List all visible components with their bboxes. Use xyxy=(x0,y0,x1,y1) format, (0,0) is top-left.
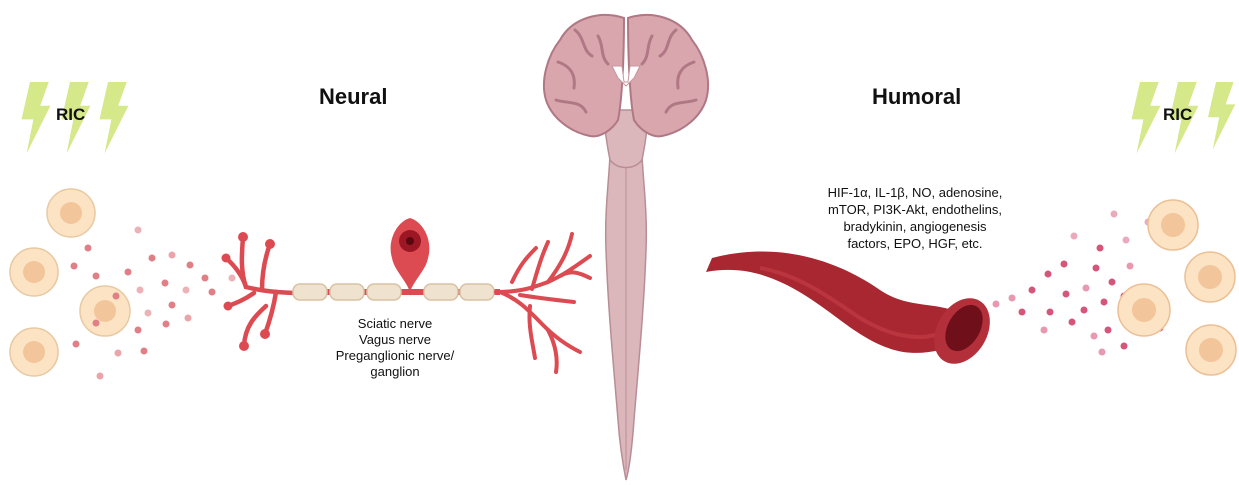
myelin-sheath xyxy=(293,284,494,300)
factor-line: factors, EPO, HGF, etc. xyxy=(795,235,1035,252)
cell-icon xyxy=(1185,252,1235,302)
humoral-factor-list: HIF-1α, IL-1β, NO, adenosine, mTOR, PI3K… xyxy=(795,184,1035,252)
lightning-bolt-icon xyxy=(1208,82,1235,149)
blood-vessel-icon xyxy=(706,251,1001,373)
lightning-bolt-icon xyxy=(1132,82,1161,153)
cell-icon xyxy=(10,328,58,376)
right-cells xyxy=(1118,200,1236,375)
cell-icon xyxy=(1118,284,1170,336)
nerve-item: Sciatic nerve xyxy=(305,316,485,332)
factor-line: bradykinin, angiogenesis xyxy=(795,218,1035,235)
nerve-item: Preganglionic nerve/ xyxy=(305,348,485,364)
right-ric-label: RIC xyxy=(1163,105,1192,125)
cell-icon xyxy=(47,189,95,237)
left-ric-label: RIC xyxy=(56,105,85,125)
humoral-heading: Humoral xyxy=(872,84,961,110)
lightning-bolt-icon xyxy=(100,82,129,153)
cell-icon xyxy=(1148,200,1198,250)
cell-icon xyxy=(80,286,130,336)
cell-icon xyxy=(10,248,58,296)
neural-heading: Neural xyxy=(319,84,387,110)
nerve-item: Vagus nerve xyxy=(305,332,485,348)
left-cells xyxy=(10,189,130,376)
cell-icon xyxy=(1186,325,1236,375)
nerve-item: ganglion xyxy=(305,364,485,380)
factor-line: HIF-1α, IL-1β, NO, adenosine, xyxy=(795,184,1035,201)
lightning-bolt-icon xyxy=(22,82,51,153)
factor-line: mTOR, PI3K-Akt, endothelins, xyxy=(795,201,1035,218)
nerve-list: Sciatic nerve Vagus nerve Preganglionic … xyxy=(305,316,485,380)
